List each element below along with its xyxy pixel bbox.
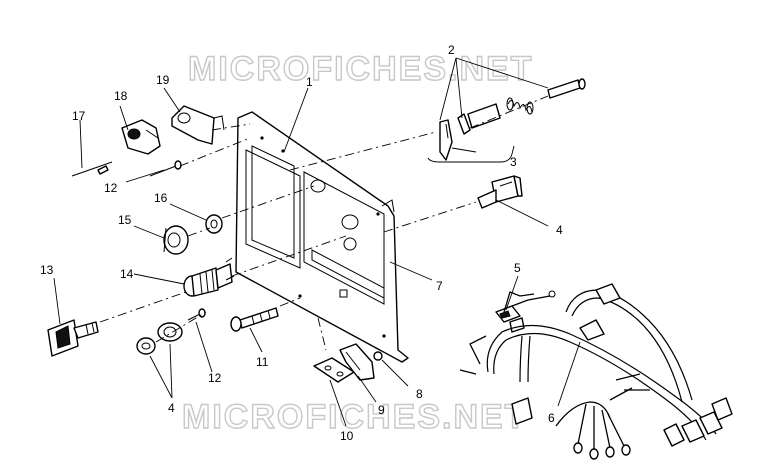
callout-12-top: 12 [104,181,118,195]
callout-12-bottom: 12 [208,371,222,385]
callout-4-right: 4 [556,223,563,237]
part-8-nut [373,351,383,361]
part-5-connector [495,290,556,333]
part-17-rod [71,161,113,177]
part-14-ignition-switch [183,257,235,297]
callout-5: 5 [514,261,521,275]
callout-11: 11 [256,355,269,369]
part-11-bolt [230,307,279,332]
part-12-screw-top [149,160,182,177]
callout-19: 19 [156,73,170,87]
part-4-lock-ring [157,322,183,342]
part-18-key-bracket [121,119,161,155]
alignment-lines [99,95,549,351]
part-4-toggle-switch [477,175,523,209]
part-9-bracket [339,343,375,381]
callout-13: 13 [40,263,54,277]
callout-15: 15 [118,213,132,227]
watermark-bottom: MICROFICHES.NET [182,398,527,436]
part-19-mounting-plate [171,105,225,145]
part-3-plunger-switch-assembly [439,103,501,161]
callout-16: 16 [154,191,168,205]
part-2-spring [506,97,534,115]
callout-3: 3 [510,155,517,169]
callout-7: 7 [436,279,443,293]
callout-9: 9 [378,403,385,417]
part-1-mounting-panel [235,111,409,363]
callout-1: 1 [306,75,313,89]
callout-6: 6 [548,411,555,425]
callout-4-left: 4 [168,401,175,415]
part-16-washer [205,214,223,234]
part-6-wiring-harness [459,283,733,460]
leader-lines [53,57,581,427]
part-12-screw-bottom [187,308,206,321]
callout-10: 10 [340,429,354,443]
callout-2: 2 [448,43,455,57]
callout-18: 18 [114,89,128,103]
callout-labels: 1 2 3 4 5 6 7 8 9 10 11 12 12 13 14 15 1… [40,43,563,443]
callout-17: 17 [72,109,86,123]
part-4-bezel [136,337,156,355]
callout-8: 8 [416,387,423,401]
part-15-nut [163,225,189,255]
callout-14: 14 [120,267,134,281]
watermark-top: MICROFICHES.NET [188,50,533,88]
part-2-plunger-pin [547,78,586,99]
part-13-key [47,319,99,357]
